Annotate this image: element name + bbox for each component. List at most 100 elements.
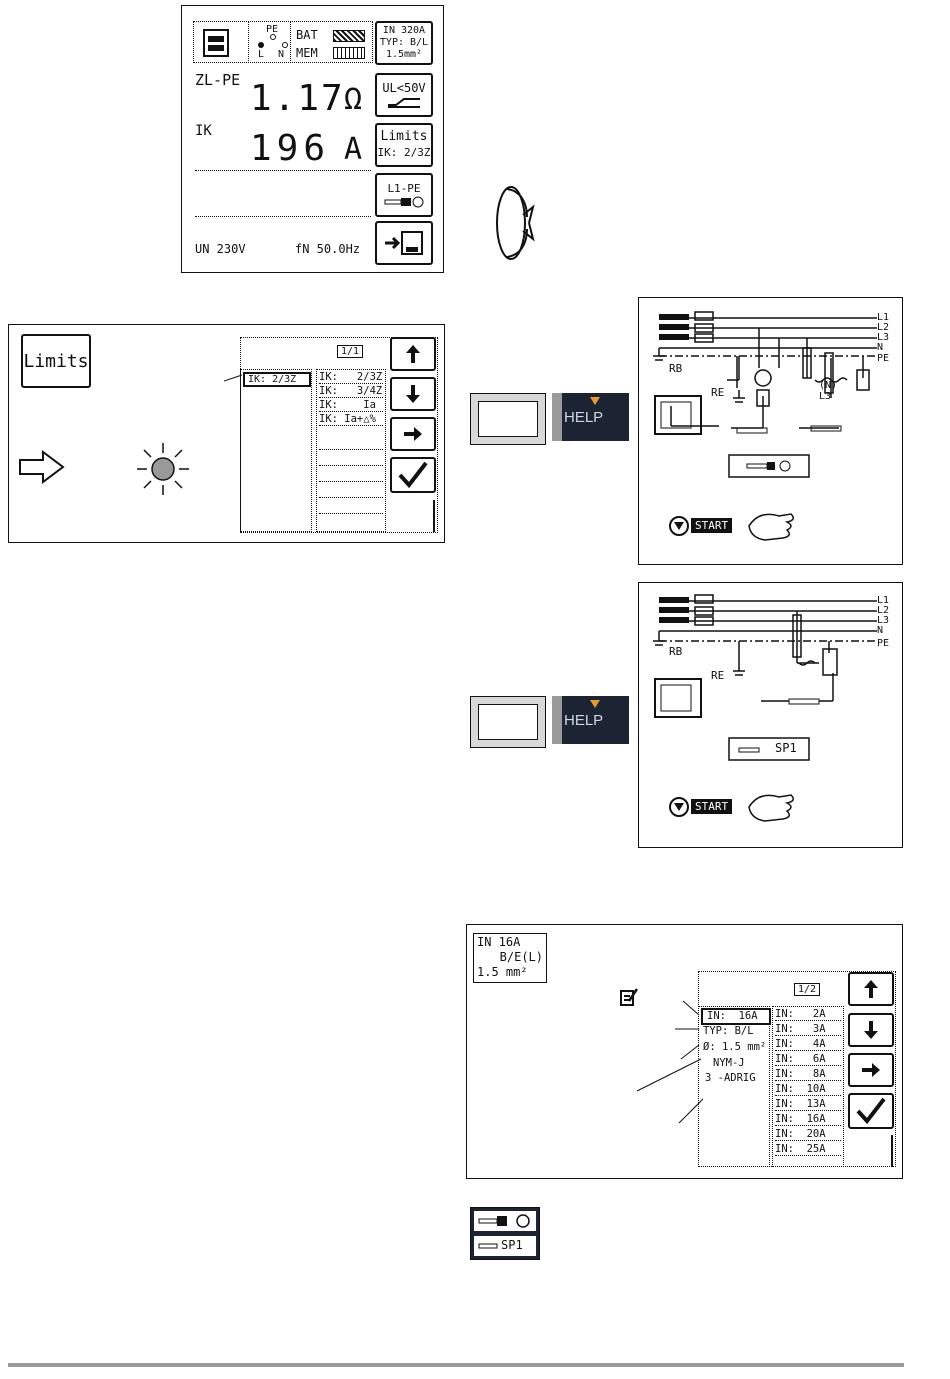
arrow-right-icon: [404, 427, 422, 441]
start-key[interactable]: START: [691, 518, 733, 533]
ik-unit: A: [344, 132, 363, 167]
limits-button[interactable]: Limits: [21, 334, 91, 388]
next-button[interactable]: [848, 1053, 894, 1087]
selected-conductors[interactable]: 3 -ADRIG: [705, 1072, 756, 1084]
l3-label: L3: [877, 332, 890, 343]
checkmark-icon: [398, 461, 428, 489]
rating-option[interactable]: IN: 13A: [775, 1099, 841, 1111]
arrow-down-icon: [864, 1021, 878, 1039]
scroll-down-button[interactable]: [848, 1013, 894, 1047]
limit-option[interactable]: IK: Ia: [319, 400, 383, 412]
probe-label: SP1: [775, 741, 797, 755]
help-key[interactable]: HELP: [552, 393, 629, 441]
probe-icon: [384, 196, 424, 207]
ul-button[interactable]: UL<50V: [375, 73, 433, 117]
n-label: N: [877, 342, 884, 353]
device-icon: [203, 29, 229, 57]
rating-option[interactable]: IN: 8A: [775, 1069, 841, 1081]
fuse-header[interactable]: IN 16A B/E(L) 1.5 mm²: [473, 933, 547, 983]
re-label: RE: [711, 669, 725, 682]
page-indicator: 1/2: [794, 983, 821, 996]
header-cs: 1.5 mm²: [477, 965, 528, 979]
sp1-probe-icon: [478, 1243, 498, 1249]
confirm-button[interactable]: [848, 1093, 894, 1129]
rb-label: RB: [669, 362, 683, 375]
limits-label: Limits: [380, 129, 428, 144]
rb-label: RB: [669, 645, 683, 658]
next-button[interactable]: [390, 417, 436, 451]
rating-option[interactable]: IN: 3A: [775, 1024, 841, 1036]
ul-label: UL<50V: [382, 80, 426, 95]
rating-option[interactable]: IN: 2A: [775, 1009, 841, 1021]
re-label: RE: [711, 386, 725, 399]
l1-label: L1: [877, 595, 890, 606]
l1pe-label: L1-PE: [387, 181, 421, 195]
memory-icon: [333, 47, 365, 59]
limits-sub: IK: 2/3Z: [377, 146, 431, 159]
rating-option[interactable]: IN: 25A: [775, 1144, 841, 1156]
arrow-right-icon: [862, 1063, 880, 1077]
scroll-up-button[interactable]: [390, 337, 436, 371]
l2-label: L2: [877, 605, 890, 616]
l-label: L: [258, 49, 265, 60]
blank-key[interactable]: [470, 393, 546, 445]
limit-option[interactable]: IK: Ia+△%: [319, 414, 383, 426]
pe-label: PE: [877, 353, 890, 364]
pe-label: PE: [877, 638, 890, 649]
limits-selection-display: Limits 1/1 IK: 2/3Z IK: 2/3Z IK: 3/4Z IK…: [8, 324, 445, 543]
blank-key[interactable]: [470, 696, 546, 748]
rating-option[interactable]: IN: 16A: [775, 1114, 841, 1126]
selected-rating[interactable]: IN: 16A: [701, 1008, 771, 1025]
arrow-down-icon: [406, 385, 420, 403]
help-label: HELP: [564, 712, 604, 729]
limits-label: Limits: [23, 350, 89, 372]
connection-status-icon: [258, 34, 288, 48]
l1pe-button[interactable]: L1-PE: [375, 173, 433, 217]
help-key[interactable]: HELP: [552, 696, 629, 744]
rating-button[interactable]: IN 320A TYP: B/L 1.5mm²: [375, 21, 433, 65]
zlpe-unit: Ω: [344, 82, 363, 117]
wiring-diagram-1: L1 L2 L3 N PE RB RE (N) L3 START: [638, 297, 903, 565]
sp1-label: SP1: [501, 1238, 523, 1252]
rating-option[interactable]: IN: 4A: [775, 1039, 841, 1051]
circuit-diagram: [653, 594, 877, 822]
start-label: START: [695, 800, 729, 813]
header-be: B/E(L): [499, 950, 543, 964]
fn-label: fN 50.0Hz: [295, 242, 361, 256]
save-button[interactable]: [375, 221, 433, 265]
start-label: START: [695, 519, 729, 532]
n-label: N: [278, 49, 285, 60]
n-label: N: [877, 625, 884, 636]
probe-icon: [478, 1214, 530, 1228]
rating-option[interactable]: IN: 20A: [775, 1129, 841, 1141]
l1-label: L1: [877, 312, 890, 323]
limits-button[interactable]: Limits IK: 2/3Z: [375, 123, 433, 167]
options-column: [772, 1006, 844, 1167]
options-column: [316, 369, 386, 532]
rotary-switch-icon: [496, 186, 535, 260]
rating-option[interactable]: IN: 6A: [775, 1054, 841, 1066]
arrow-up-icon: [864, 980, 878, 998]
selected-type[interactable]: TYP: B/L: [703, 1025, 754, 1037]
measurement-display: PE L N BAT MEM IN 320A TYP: B/L 1.5mm² Z…: [181, 5, 444, 273]
callout-lines: [636, 1000, 703, 1124]
header-in: IN 16A: [477, 935, 521, 949]
selected-cable-type[interactable]: NYM-J: [713, 1057, 745, 1069]
scroll-up-button[interactable]: [848, 972, 894, 1006]
l3-label: L3: [877, 615, 890, 626]
start-key[interactable]: START: [691, 799, 733, 814]
typ-label: TYP: B/L: [379, 37, 429, 48]
limit-option[interactable]: IK: 3/4Z: [319, 385, 383, 398]
rating-option[interactable]: IN: 10A: [775, 1084, 841, 1096]
probe-selector-key[interactable]: SP1: [470, 1207, 540, 1260]
scroll-down-button[interactable]: [390, 377, 436, 411]
confirm-button[interactable]: [390, 457, 436, 493]
cross-section: 1.5mm²: [385, 49, 423, 60]
zlpe-value: 1.17: [250, 78, 345, 119]
selected-limit: IK: 2/3Z: [243, 372, 311, 387]
page-indicator: 1/1: [337, 345, 364, 358]
battery-icon: [333, 30, 365, 42]
limit-option[interactable]: IK: 2/3Z: [319, 371, 383, 384]
mem-label: MEM: [296, 46, 318, 60]
selected-cross-section[interactable]: Ø: 1.5 mm²: [703, 1041, 767, 1053]
